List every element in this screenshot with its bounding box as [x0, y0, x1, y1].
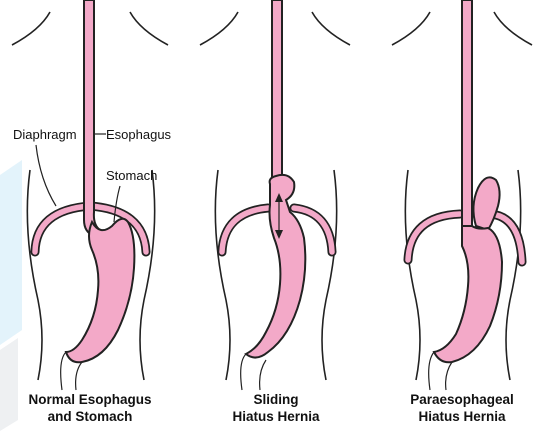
panel-sliding	[200, 0, 350, 390]
panel-paraesophageal	[392, 0, 532, 390]
esophagus	[272, 0, 282, 185]
label-diaphragm: Diaphragm	[13, 127, 77, 142]
herniated-fundus	[473, 177, 499, 230]
leader-diaphragm	[36, 145, 56, 206]
background-watermark	[0, 160, 22, 431]
stomach	[246, 175, 305, 358]
stomach	[66, 219, 134, 362]
stomach	[434, 226, 502, 362]
panel-normal	[12, 0, 168, 390]
caption-paraesophageal-line2: Hiatus Hernia	[418, 409, 506, 424]
caption-normal-line1: Normal Esophagus	[28, 392, 151, 407]
body-outline-right	[130, 12, 168, 45]
esophagus	[84, 0, 100, 236]
caption-paraesophageal-line1: Paraesophageal	[410, 392, 514, 407]
caption-normal-line2: and Stomach	[48, 409, 133, 424]
caption-sliding-line2: Hiatus Hernia	[232, 409, 320, 424]
label-stomach: Stomach	[106, 168, 157, 183]
caption-sliding-line1: Sliding	[254, 392, 299, 407]
captions: Normal Esophagus and Stomach Sliding Hia…	[28, 392, 513, 424]
body-outline-left	[12, 12, 50, 45]
esophagus	[462, 0, 472, 228]
label-esophagus: Esophagus	[106, 127, 172, 142]
